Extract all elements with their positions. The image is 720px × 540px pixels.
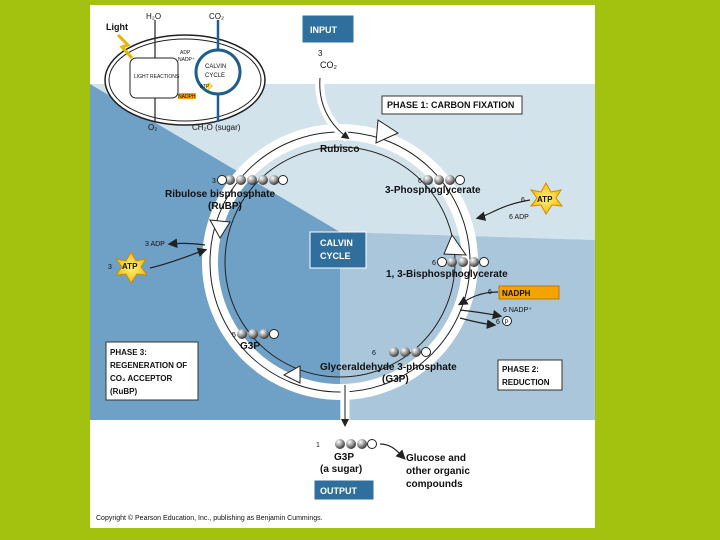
phase3-adp-arrow [167, 238, 206, 249]
atp-star-icon-phase3 [114, 250, 149, 284]
phase3-box [105, 341, 199, 401]
phase1-title: PHASE 1: CARBON FIXATION [387, 100, 514, 110]
inset-sugar-label: CH₂O (sugar) [192, 123, 241, 132]
phase3-title-4: (RuBP) [110, 387, 137, 396]
products-line-1: Glucose and [406, 453, 466, 464]
adp-phase2-label: 6 ADP [509, 214, 529, 221]
phosphate-icon [367, 439, 377, 449]
center-box [309, 231, 367, 269]
input-box [301, 14, 355, 44]
nadph-count: 6 [488, 289, 492, 296]
products-line-2: other organic [406, 466, 470, 477]
g3p-main-name-2: (G3P) [382, 374, 409, 385]
products-line-3: compounds [406, 479, 463, 490]
bpg-chain [437, 257, 489, 267]
atp-phase2-label: ATP [537, 195, 553, 204]
ring-arrowhead-right [443, 233, 467, 256]
phase3-atp-arrow [149, 247, 208, 269]
nadph-label: NADPH [502, 289, 531, 298]
g3p-main-count: 6 [372, 350, 376, 357]
pga-chain [423, 175, 465, 185]
inset-light-reactions-label: LIGHT REACTIONS [134, 74, 180, 80]
g3p-regen-name: G3P [240, 341, 260, 352]
phase3-title-3: CO₂ ACCEPTOR [110, 374, 172, 383]
g3p-out-name-1: G3P [334, 452, 354, 463]
ring-arrowhead-left [209, 219, 231, 239]
pga-name: 3-Phosphoglycerate [385, 185, 481, 196]
rubp-name-2: (RuBP) [208, 201, 242, 212]
g3p-regen-count: 5 [232, 332, 236, 339]
ring-arrowhead-top [375, 119, 400, 144]
center-title-1: CALVIN [320, 238, 353, 248]
g3p-out-count: 1 [316, 442, 320, 449]
inset-nadph-label: NADPH [178, 94, 196, 100]
pi-out-arrow [459, 317, 497, 329]
pi-out-icon [502, 316, 512, 326]
inset-light-label: Light [106, 22, 128, 32]
phase2-box [497, 359, 563, 391]
inset-atp-star-icon [205, 82, 213, 90]
bpg-count: 6 [432, 260, 436, 267]
atp-to-adp-arrow [475, 199, 531, 221]
glucose-arrow [379, 443, 406, 460]
inset-calvin-label-1: CALVIN [205, 64, 226, 70]
phase3-title-2: REGENERATION OF [110, 361, 187, 370]
output-title: OUTPUT [320, 486, 358, 496]
g3p-main-name-1: Glyceraldehyde 3-phosphate [320, 362, 457, 373]
pi-out-count: 6 [496, 319, 500, 326]
atp-phase3-label: ATP [122, 262, 138, 271]
lightning-icon [116, 33, 134, 60]
bpg-name: 1, 3-Bisphosphoglycerate [386, 269, 508, 280]
rubisco-label: Rubisco [320, 144, 359, 155]
pi-out-symbol: P [505, 320, 509, 326]
atp-star-icon-phase2 [529, 181, 564, 215]
input-title: INPUT [310, 25, 338, 35]
phase2-title-2: REDUCTION [502, 378, 550, 387]
inset-adp-label: ADP [180, 50, 191, 56]
phase1-region [90, 84, 595, 240]
inset-nadph-box [178, 93, 196, 99]
rubp-count: 3 [212, 178, 216, 185]
center-title-2: CYCLE [320, 251, 351, 261]
input-molecule: CO₂ [320, 60, 338, 70]
pga-count: 6 [418, 178, 422, 185]
phosphate-icon [479, 257, 489, 267]
rubp-name-1: Ribulose bisphosphate [165, 189, 275, 200]
inset-co2-label: CO₂ [209, 12, 224, 21]
phosphate-icon [421, 347, 431, 357]
nadp-out-arrow [459, 309, 503, 320]
phosphate-icon [437, 257, 447, 267]
phosphate-icon [217, 175, 227, 185]
rubp-chain [217, 175, 288, 185]
output-box [313, 479, 375, 501]
ring-arrowhead-bottom [282, 365, 301, 384]
adp-phase3-label: 3 ADP [145, 241, 165, 248]
g3p-out-name-2: (a sugar) [320, 464, 362, 475]
nadp-out-label: 6 NADP⁺ [503, 307, 532, 314]
nadph-arrow [457, 291, 499, 306]
phase1-box [381, 95, 523, 115]
g3p-regen-chain [237, 329, 279, 339]
atp-phase2-count: 6 [521, 197, 525, 204]
g3p-out-chain [335, 439, 377, 449]
phase2-title-1: PHASE 2: [502, 365, 539, 374]
g3p-main-chain [389, 347, 431, 357]
phosphate-icon [269, 329, 279, 339]
input-count: 3 [318, 49, 323, 58]
copyright-text: Copyright © Pearson Education, Inc., pub… [96, 514, 323, 522]
atp-phase3-count: 3 [108, 264, 112, 271]
nadph-box [498, 285, 560, 300]
inset-h2o-label: H₂O [146, 12, 161, 21]
inset-o2-label: O₂ [148, 123, 157, 132]
inset-nadp-label: NADP⁺ [178, 57, 195, 63]
phase3-title-1: PHASE 3: [110, 348, 147, 357]
inset-atp-label: ATP [200, 84, 210, 90]
phosphate-icon [455, 175, 465, 185]
inset-calvin-label-2: CYCLE [205, 73, 225, 79]
phosphate-icon [278, 175, 288, 185]
chloroplast-inset [104, 20, 266, 126]
